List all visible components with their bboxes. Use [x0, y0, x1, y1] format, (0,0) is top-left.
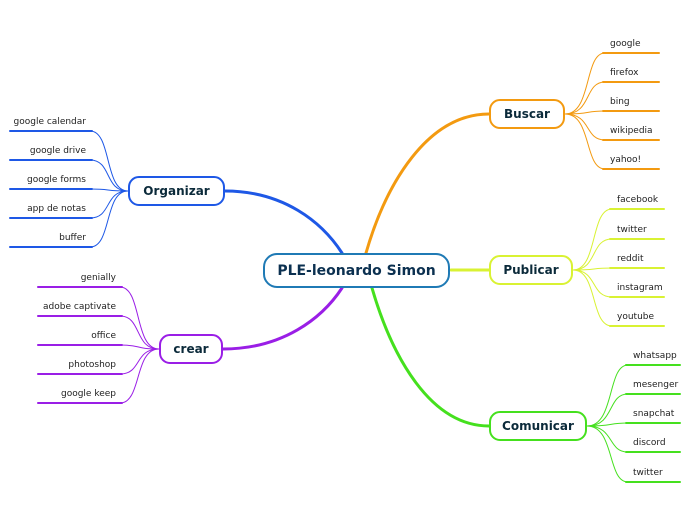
leaf-crear[interactable]: genially	[80, 273, 116, 283]
leaf-connector-comunicar	[586, 425, 681, 483]
leaf-comunicar[interactable]: whatsapp	[633, 351, 677, 361]
leaf-comunicar[interactable]: discord	[633, 438, 666, 448]
leaf-crear[interactable]: google keep	[60, 389, 116, 399]
leaf-crear[interactable]: adobe captivate	[43, 302, 116, 312]
leaf-connector-comunicar	[586, 364, 681, 427]
leaf-connector-comunicar	[586, 393, 681, 427]
leaf-crear[interactable]: office	[91, 331, 116, 341]
branch-label-organizar: Organizar	[143, 184, 210, 198]
leaf-connector-organizar	[9, 188, 129, 192]
leaf-buscar[interactable]: firefox	[610, 68, 639, 78]
branch-label-comunicar: Comunicar	[502, 419, 574, 433]
leaf-buscar[interactable]: yahoo!	[610, 155, 642, 165]
leaf-publicar[interactable]: reddit	[617, 254, 644, 264]
leaf-organizar[interactable]: google drive	[29, 146, 86, 156]
leaf-connector-publicar	[572, 238, 665, 271]
leaf-connector-organizar	[9, 130, 129, 192]
branch-connector-crear	[221, 286, 344, 351]
leaf-buscar[interactable]: google	[610, 39, 641, 49]
leaf-crear[interactable]: photoshop	[68, 360, 116, 370]
leaf-publicar[interactable]: facebook	[617, 195, 659, 205]
leaf-comunicar[interactable]: mesenger	[633, 380, 679, 390]
leaf-organizar[interactable]: app de notas	[27, 204, 86, 214]
leaf-connector-buscar	[564, 113, 660, 170]
leaf-connector-buscar	[564, 52, 660, 115]
branch-label-publicar: Publicar	[503, 263, 559, 277]
leaf-connector-publicar	[572, 208, 665, 271]
branch-node-buscar[interactable]: Buscar	[489, 99, 565, 129]
leaf-connector-crear	[37, 348, 160, 404]
leaf-comunicar[interactable]: twitter	[633, 468, 663, 478]
root-topic-label: PLE-leonardo Simon	[277, 262, 436, 279]
leaf-comunicar[interactable]: snapchat	[633, 409, 675, 419]
branch-connector-buscar	[364, 112, 491, 255]
leaf-buscar[interactable]: bing	[610, 97, 630, 107]
leaf-connector-crear	[37, 286, 160, 350]
leaf-connector-buscar	[564, 81, 660, 115]
leaf-connector-publicar	[572, 267, 665, 271]
leaf-organizar[interactable]: google calendar	[13, 117, 86, 127]
branch-node-organizar[interactable]: Organizar	[128, 176, 225, 206]
leaf-connector-comunicar	[586, 425, 681, 453]
leaf-connector-organizar	[9, 159, 129, 192]
branch-node-comunicar[interactable]: Comunicar	[489, 411, 587, 441]
leaf-publicar[interactable]: instagram	[617, 283, 663, 293]
leaf-connector-crear	[37, 348, 160, 375]
root-topic-node[interactable]: PLE-leonardo Simon	[263, 253, 450, 288]
leaf-publicar[interactable]: youtube	[617, 312, 655, 322]
leaf-connector-buscar	[564, 113, 660, 141]
leaf-buscar[interactable]: wikipedia	[610, 126, 653, 136]
leaf-organizar[interactable]: buffer	[59, 233, 86, 243]
branch-node-crear[interactable]: crear	[159, 334, 223, 364]
branch-connector-organizar	[223, 189, 344, 255]
leaf-connector-crear	[37, 344, 160, 350]
branch-label-crear: crear	[173, 342, 209, 356]
leaf-publicar[interactable]: twitter	[617, 225, 647, 235]
leaf-connector-organizar	[9, 190, 129, 248]
branch-connector-comunicar	[370, 286, 491, 428]
leaf-organizar[interactable]: google forms	[26, 175, 86, 185]
leaf-connector-comunicar	[586, 422, 681, 427]
branch-node-publicar[interactable]: Publicar	[489, 255, 573, 285]
leaf-connector-crear	[37, 315, 160, 350]
leaf-connector-publicar	[572, 269, 665, 327]
leaf-connector-buscar	[564, 110, 660, 115]
branch-label-buscar: Buscar	[504, 107, 550, 121]
